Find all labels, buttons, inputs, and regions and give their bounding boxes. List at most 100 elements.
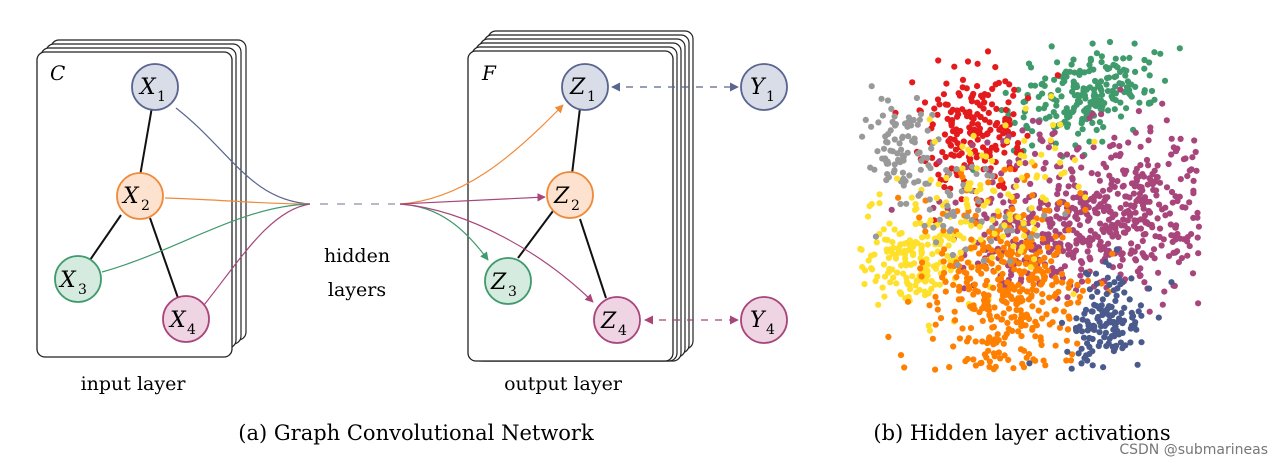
activation-point	[1110, 287, 1117, 294]
activation-point	[986, 358, 994, 365]
activation-point	[934, 111, 941, 118]
activation-point	[1189, 154, 1196, 161]
activation-point	[1112, 323, 1119, 330]
activation-point	[1035, 118, 1043, 126]
activation-point	[1041, 212, 1048, 219]
activation-point	[1104, 107, 1112, 114]
activation-point	[1128, 240, 1135, 247]
activation-point	[893, 280, 900, 287]
activation-point	[1088, 293, 1096, 300]
activation-point	[1067, 357, 1075, 364]
activation-point	[1077, 190, 1084, 197]
activation-point	[959, 76, 967, 83]
activation-point	[1075, 130, 1082, 137]
activation-point	[967, 325, 975, 332]
activation-point	[978, 218, 985, 225]
x2-sub: 2	[141, 198, 150, 214]
activation-point	[940, 258, 947, 265]
activation-point	[936, 281, 944, 288]
activation-point	[961, 285, 968, 292]
activation-point	[964, 204, 971, 211]
activation-point	[931, 105, 938, 112]
activation-point	[887, 279, 894, 286]
activation-point	[1111, 183, 1118, 190]
activation-point	[1084, 327, 1091, 334]
activation-point	[1029, 142, 1036, 149]
y4-main: Y	[750, 308, 767, 333]
activation-point	[1190, 214, 1197, 221]
activation-point	[1040, 165, 1047, 172]
activation-point	[1112, 83, 1119, 90]
activation-point	[896, 140, 903, 147]
activation-point	[1052, 140, 1059, 147]
activation-point	[927, 176, 934, 183]
activation-point	[1064, 348, 1071, 355]
activation-point	[1172, 236, 1179, 243]
activation-point	[884, 97, 892, 104]
activation-point	[949, 128, 957, 135]
activation-point	[1084, 318, 1091, 325]
activation-point	[1127, 250, 1134, 257]
activation-point	[988, 101, 996, 108]
activation-point	[1126, 296, 1133, 303]
activation-point	[1061, 263, 1068, 270]
activation-point	[946, 192, 954, 199]
activation-point	[940, 222, 947, 230]
activation-point	[909, 79, 916, 86]
activation-point	[984, 305, 991, 313]
activation-point	[1146, 308, 1153, 315]
activation-point	[903, 200, 910, 207]
activation-point	[1054, 191, 1061, 198]
activation-point	[1027, 180, 1034, 187]
activation-point	[1136, 99, 1143, 106]
activation-point	[974, 121, 982, 128]
activation-point	[999, 292, 1007, 299]
activation-point	[979, 263, 986, 270]
activation-point	[1122, 72, 1129, 79]
activation-point	[929, 154, 936, 161]
activation-point	[924, 233, 931, 240]
activation-point	[947, 142, 955, 149]
activation-point	[1022, 160, 1029, 167]
activation-point	[899, 134, 906, 142]
x1-main: X	[138, 75, 157, 100]
activation-point	[1027, 264, 1034, 271]
activation-point	[1047, 137, 1054, 144]
activation-point	[1117, 281, 1124, 288]
activation-point	[1131, 40, 1138, 47]
activation-point	[1049, 131, 1056, 138]
activation-point	[1146, 59, 1153, 66]
activation-point	[899, 169, 907, 176]
activation-point	[1106, 281, 1113, 288]
activation-point	[1012, 236, 1019, 243]
activation-point	[1069, 351, 1076, 358]
activation-point	[1059, 234, 1066, 241]
activation-point	[1074, 146, 1081, 153]
activation-point	[943, 174, 950, 182]
activation-point	[1139, 187, 1146, 194]
activation-point	[882, 133, 889, 140]
activation-point	[1117, 339, 1124, 346]
activation-point	[913, 205, 920, 212]
activation-point	[1148, 87, 1156, 95]
activation-point	[1176, 45, 1183, 52]
activation-point	[897, 200, 904, 208]
activation-point	[1054, 59, 1061, 66]
activation-point	[1135, 108, 1142, 115]
activation-point	[1113, 292, 1120, 299]
activation-point	[1150, 186, 1157, 193]
activation-point	[968, 222, 975, 229]
activation-point	[1017, 307, 1024, 314]
activation-point	[1011, 286, 1018, 293]
activation-point	[942, 278, 949, 285]
activation-point	[1190, 177, 1197, 184]
activation-point	[1089, 308, 1096, 315]
activation-point	[1020, 322, 1028, 329]
activation-point	[1087, 227, 1094, 234]
activation-point	[1099, 138, 1106, 145]
activation-point	[1127, 339, 1134, 346]
activation-point	[944, 252, 951, 260]
activation-point	[1140, 173, 1147, 180]
activation-point	[1089, 119, 1096, 126]
activation-point	[1100, 228, 1107, 236]
